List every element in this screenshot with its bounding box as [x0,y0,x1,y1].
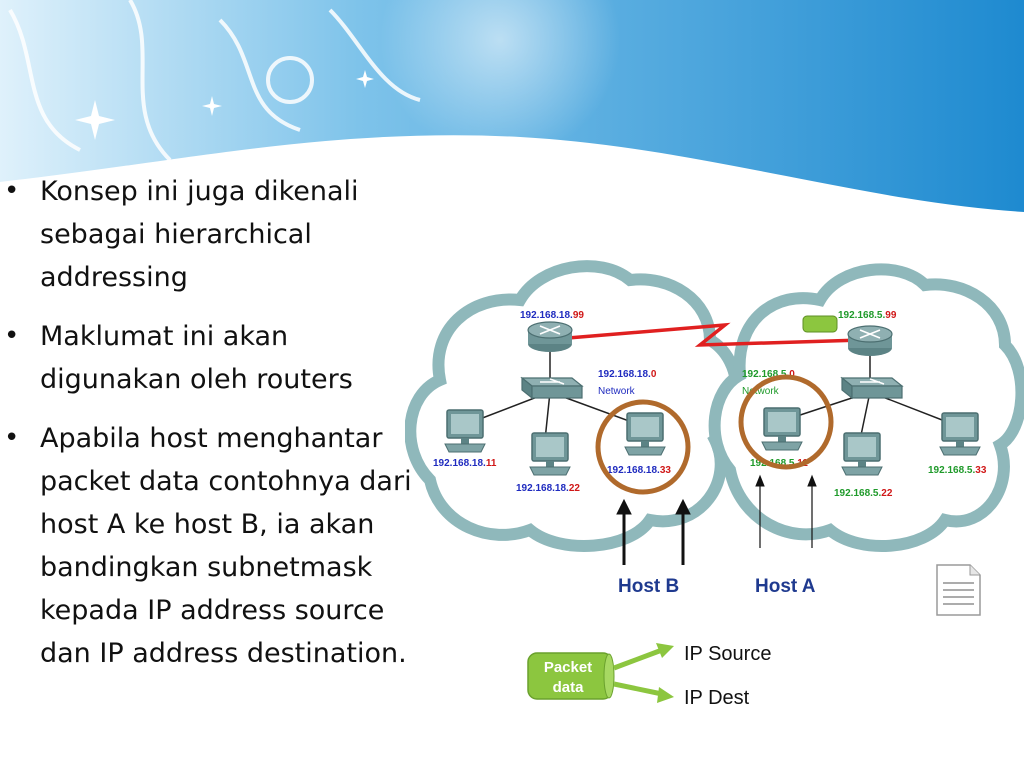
router-icon [527,321,573,353]
ip-source-label: IP Source [684,643,771,665]
bullet-item: • Konsep ini juga dikenali sebagai hierar… [0,170,430,299]
packet-data-box: Packet data [527,652,615,700]
computer-icon [529,432,571,476]
network-label: Network [742,386,780,397]
bullet-text: Maklumat ini akan digunakan oleh routers [40,321,353,395]
bullet-item: • Apabila host menghantar packet data con… [0,417,430,675]
arrow-head-icon [657,687,674,703]
bullet-item: • Maklumat ini akan digunakan oleh route… [0,315,430,401]
arrow-head-icon [656,643,674,658]
router-ip-label: 192.168.5.99 [838,310,897,321]
switch-icon [521,377,583,399]
computer-icon [841,432,883,476]
host-ip-label: 192.168.18.22 [516,483,580,494]
swirl-ornament [8,0,421,162]
network-diagram: 192.168.18.99 192.168.18.0 Network 192.1… [405,260,1024,709]
router-ip-label: 192.168.18.99 [520,310,584,321]
network-ip-label: 192.168.5.0 [742,369,795,380]
network-label: Network [598,386,636,397]
bullet-dot: • [4,176,20,206]
computer-icon [624,412,666,456]
network-cloud-right [708,263,1024,552]
header-banner [0,0,1024,218]
ip-dest-label: IP Dest [684,687,750,709]
computer-icon [761,407,803,451]
packet-arrows [613,647,663,697]
bullet-text: Apabila host menghantar packet data cont… [40,423,412,669]
packet-label-line1: Packet [544,659,592,676]
host-ip-label: 192.168.5.22 [834,488,893,499]
network-ip-label: 192.168.18.0 [598,369,657,380]
computer-icon [444,409,486,453]
host-ip-label: 192.168.18.33 [607,465,671,476]
host-ip-label: 192.168.18.11 [433,458,497,469]
host-a-label: Host A [755,576,816,597]
bullet-dot: • [4,321,20,351]
document-icon [936,564,981,616]
switch-icon [841,377,903,399]
packet-icon [802,315,838,333]
pointer-arrows [616,474,817,565]
bullet-list: • Konsep ini juga dikenali sebagai hierar… [0,170,430,691]
sparkle-icon [75,70,374,140]
wan-link [567,322,863,347]
computer-icon [939,412,981,456]
host-b-label: Host B [618,576,679,597]
host-b-highlight [595,399,691,495]
host-a-highlight [738,374,834,470]
network-cloud-left [405,260,743,552]
host-ip-label: 192.168.5.33 [928,465,987,476]
packet-label-line2: data [553,679,585,696]
bullet-text: Konsep ini juga dikenali sebagai hierarc… [40,176,359,293]
bullet-dot: • [4,423,20,453]
router-icon [847,325,893,357]
